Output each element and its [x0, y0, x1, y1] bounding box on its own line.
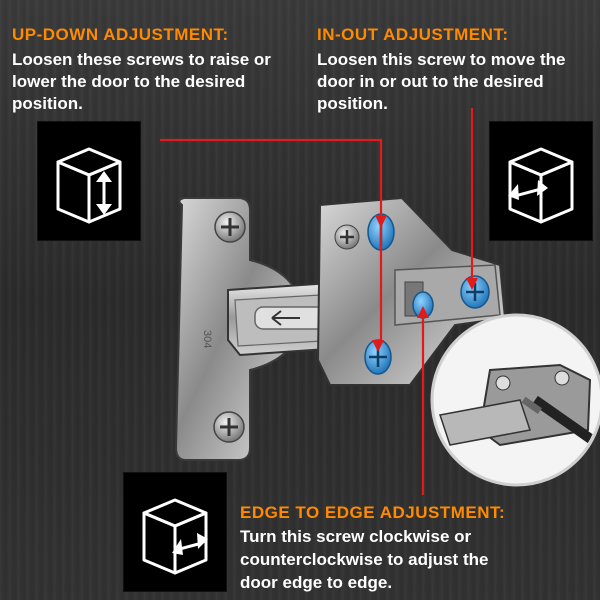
edge-to-edge-cube-icon	[123, 472, 227, 592]
in-out-text-line1: Loosen this screw to move the	[317, 50, 566, 69]
in-out-cube-icon	[489, 121, 593, 241]
up-down-text-line1: Loosen these screws to raise or	[12, 50, 271, 69]
up-down-cube-icon	[37, 121, 141, 241]
in-out-text-line2: door in or out to the desired	[317, 72, 544, 91]
in-out-heading: IN-OUT ADJUSTMENT:	[317, 25, 509, 44]
edge-to-edge-text-line1: Turn this screw clockwise or	[240, 527, 472, 546]
edge-to-edge-text-line2: counterclockwise to adjust the	[240, 550, 489, 569]
inset-detail-photo	[430, 313, 600, 487]
hinge-stamp: 304	[201, 330, 213, 348]
up-down-text-line3: position.	[12, 94, 83, 113]
edge-to-edge-heading: EDGE TO EDGE ADJUSTMENT:	[240, 503, 506, 522]
in-out-screw	[460, 275, 490, 309]
edge-to-edge-text-line3: door edge to edge.	[240, 573, 393, 592]
callout-lines	[160, 108, 474, 495]
up-down-heading: UP-DOWN ADJUSTMENT:	[12, 25, 229, 44]
up-down-text-line2: lower the door to the desired	[12, 72, 246, 91]
up-down-callout-line	[160, 138, 383, 340]
in-out-text-line3: position.	[317, 94, 388, 113]
